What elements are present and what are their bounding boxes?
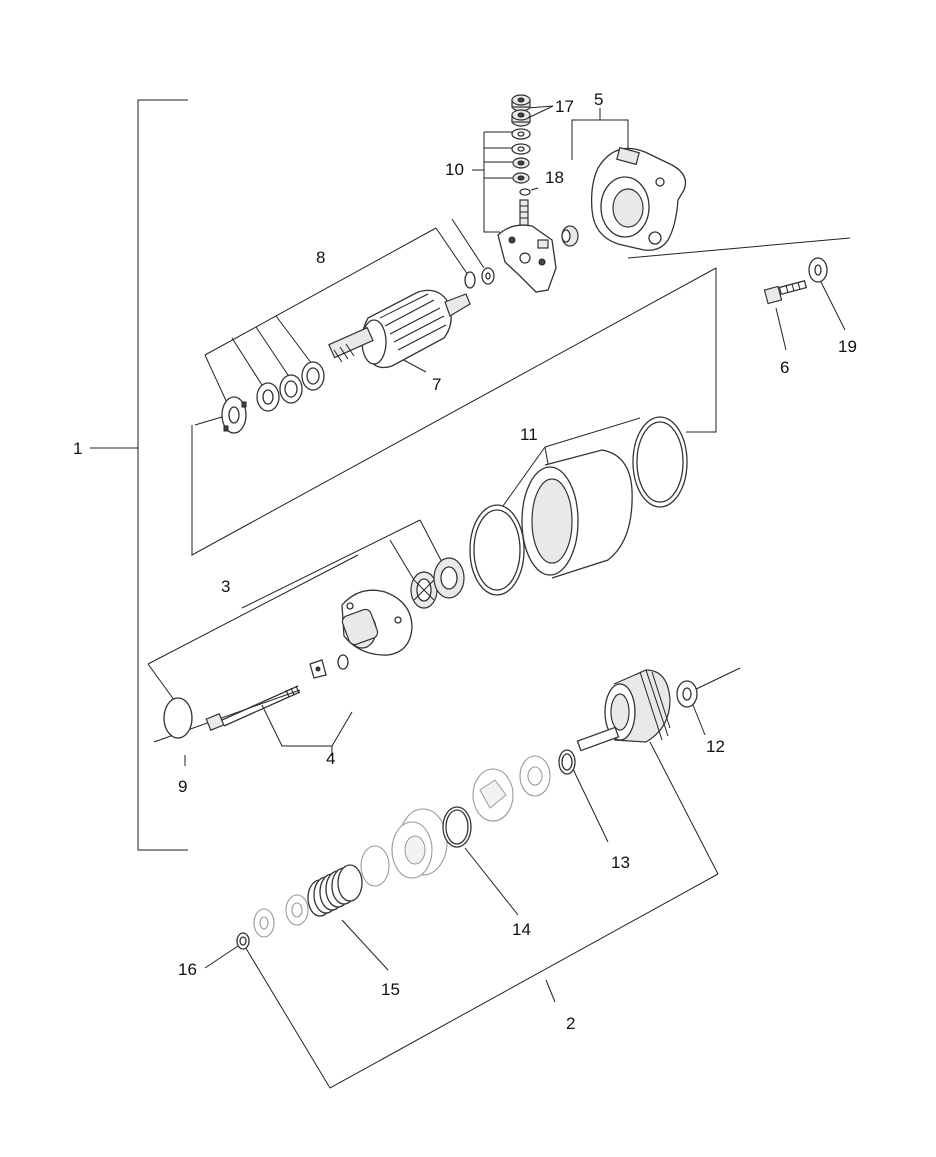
callout-11: 11 <box>520 425 538 444</box>
callout-14: 14 <box>512 920 531 939</box>
part-washers-8 <box>464 267 495 289</box>
callout-13: 13 <box>611 853 630 872</box>
part-washer-16 <box>236 932 250 950</box>
part-oring-18 <box>519 188 531 196</box>
callout-18: 18 <box>545 168 564 187</box>
callout-16: 16 <box>178 960 197 979</box>
callout-17: 17 <box>555 97 574 116</box>
part-pinion-gear-12 <box>676 680 698 708</box>
part-armature-7 <box>328 289 471 369</box>
part-ring-14 <box>442 806 472 848</box>
part-bushing <box>561 225 579 247</box>
callout-15: 15 <box>381 980 400 999</box>
callout-12: 12 <box>706 737 725 756</box>
callout-5: 5 <box>594 90 603 109</box>
callout-1: 1 <box>73 439 82 458</box>
callout-3: 3 <box>221 577 230 596</box>
part-armature-washers <box>221 361 325 434</box>
part-brush-holder-plate <box>497 199 557 293</box>
part-bolt-6 <box>763 279 808 305</box>
part-drive-housing-3 <box>341 589 413 656</box>
part-bearings <box>410 557 465 609</box>
callout-2: 2 <box>566 1014 575 1033</box>
part-nuts-17 <box>511 94 531 127</box>
callout-10: 10 <box>445 160 464 179</box>
part-end-housing-5 <box>590 146 687 251</box>
part-cap-9 <box>163 697 193 739</box>
part-washers-10 <box>511 128 531 184</box>
part-clutch-plates-faded <box>253 755 551 938</box>
part-washer-19 <box>808 257 828 283</box>
part-yoke-11 <box>469 416 688 596</box>
callout-9: 9 <box>178 777 187 796</box>
callout-4: 4 <box>326 749 335 768</box>
callout-labels: 1 2 3 4 5 6 7 8 9 10 11 12 13 14 15 16 1… <box>73 90 857 1033</box>
callout-7: 7 <box>432 375 441 394</box>
callout-19: 19 <box>838 337 857 356</box>
leader-lines <box>90 99 851 1089</box>
part-snap-ring-13 <box>558 749 576 775</box>
callout-8: 8 <box>316 248 325 267</box>
callout-6: 6 <box>780 358 789 377</box>
part-spring-15 <box>307 864 363 917</box>
part-drive-shaft-assembly <box>576 669 671 752</box>
part-through-bolt-4 <box>205 654 349 731</box>
